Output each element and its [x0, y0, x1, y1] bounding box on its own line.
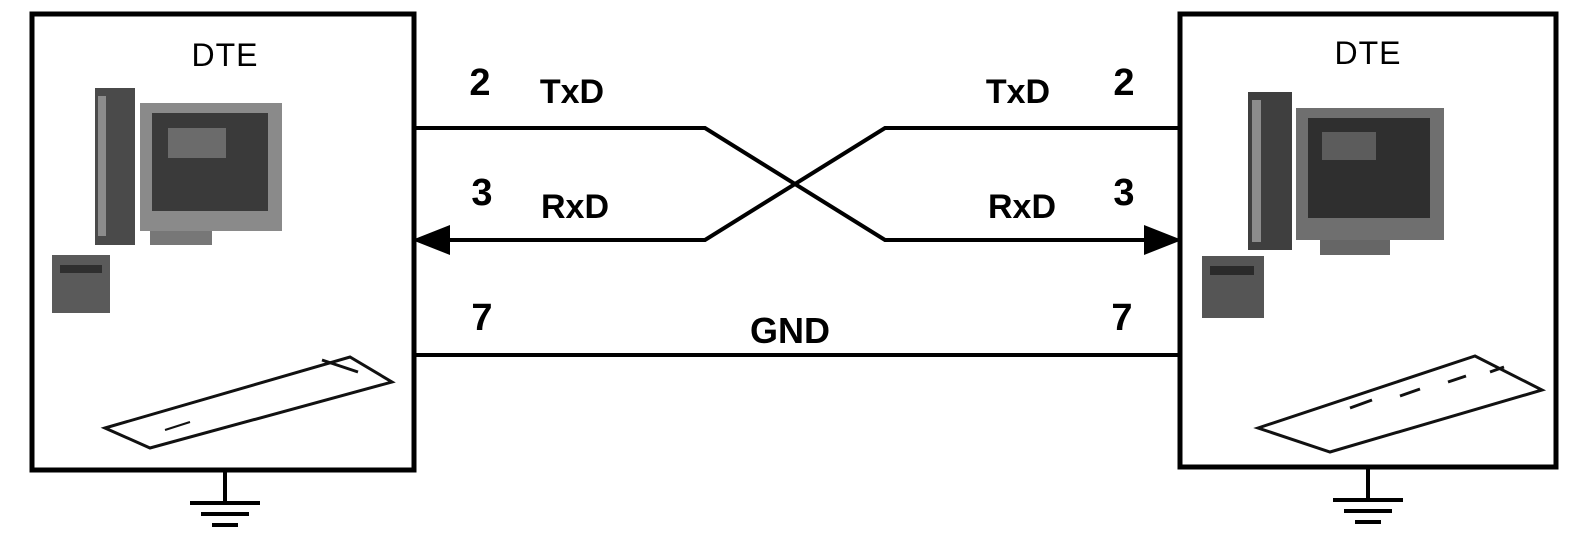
left-ground-symbol [190, 470, 260, 527]
left-computer-tower-highlight [98, 96, 106, 236]
right-pin-2: 2 [1113, 62, 1134, 104]
right-drive-slot [1210, 266, 1254, 275]
right-keyboard [1253, 354, 1547, 454]
left-computer-illustration [52, 88, 396, 450]
right-ground-symbol [1333, 467, 1403, 524]
left-monitor-stand [150, 231, 212, 245]
left-pin-7: 7 [471, 297, 492, 339]
right-drive-unit [1202, 256, 1264, 318]
left-dte-device: DTE [29, 11, 417, 527]
right-keyboard-mark-4 [1489, 365, 1505, 374]
right-dte-label: DTE [1335, 35, 1402, 71]
wire-labels: 2 TxD 3 RxD 7 GND TxD 2 RxD 3 7 [469, 62, 1134, 351]
gnd-label: GND [750, 310, 830, 351]
left-pin-3: 3 [471, 172, 492, 214]
wires [414, 126, 1180, 357]
right-pin-3: 3 [1113, 172, 1134, 214]
right-txd-label: TxD [986, 73, 1050, 111]
right-keyboard-mark-2 [1399, 387, 1421, 398]
left-pin-2: 2 [469, 62, 490, 104]
left-keyboard-detail [164, 421, 191, 431]
left-rxd-label: RxD [541, 188, 609, 226]
right-keyboard-mark-1 [1349, 398, 1373, 410]
left-txd-label: TxD [540, 73, 604, 111]
right-computer-illustration [1202, 92, 1547, 454]
left-drive-slot [60, 265, 102, 273]
left-keyboard-mark [321, 358, 359, 374]
right-monitor-screen-glare [1322, 132, 1376, 160]
arrowhead-into-right-dte [1144, 225, 1182, 255]
right-monitor-stand [1320, 240, 1390, 255]
arrowhead-into-left-dte [412, 225, 450, 255]
right-dte-device: DTE [1177, 11, 1559, 524]
wire-right-txd-to-left-rxd [446, 126, 1180, 242]
left-dte-label: DTE [192, 37, 259, 73]
right-rxd-label: RxD [988, 188, 1056, 226]
left-monitor-screen [152, 113, 268, 211]
left-drive-unit [52, 255, 110, 313]
right-pin-7: 7 [1111, 297, 1132, 339]
left-monitor-screen-glare [168, 128, 226, 158]
right-keyboard-mark-3 [1447, 374, 1467, 384]
right-computer-tower-highlight [1252, 100, 1261, 242]
